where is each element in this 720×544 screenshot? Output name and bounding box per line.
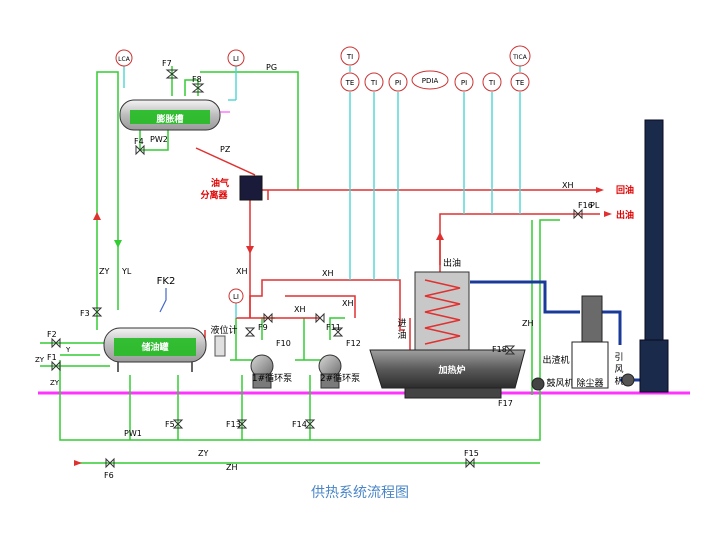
line-zh-bottom-label: ZH [226, 463, 238, 472]
te2-instrument: TE [515, 79, 525, 87]
induced-fan-label-2: 风 [614, 364, 623, 375]
supply-oil-label: 出油 [616, 209, 634, 221]
line-zy-left-label: ZY [99, 267, 109, 276]
valve-f13-label: F13 [226, 420, 241, 429]
valve-f14-label: F14 [292, 420, 307, 429]
line-pz-label: PZ [220, 145, 231, 154]
valve-f15-label: F15 [464, 449, 479, 458]
line-zh-right-label: ZH [522, 319, 534, 328]
valve-f18-label: F18 [492, 345, 507, 354]
lca-instrument: LCA [118, 56, 131, 63]
red-piping [195, 147, 600, 350]
pump-2-label: 2#循环泵 [320, 372, 360, 384]
fk2-label: FK2 [157, 276, 176, 287]
line-pw2-label: PW2 [150, 135, 168, 144]
line-yl-label: YL [121, 267, 132, 276]
pump-1 [250, 354, 274, 389]
valve-f8-label: F8 [192, 75, 202, 84]
induced-fan-label-1: 引 [614, 352, 623, 363]
separator-label-1: 油气 [211, 177, 229, 189]
blower-label: 鼓风机 [546, 377, 573, 389]
valve-f9-label: F9 [258, 323, 268, 332]
valve-f5-label: F5 [165, 420, 175, 429]
induced-fan [621, 373, 635, 387]
line-pg-label: PG [266, 63, 277, 72]
ti2-instrument: TI [488, 79, 495, 87]
pi2-instrument: PI [461, 79, 467, 87]
pi1-instrument: PI [395, 79, 401, 87]
furnace-label: 加热炉 [437, 364, 465, 376]
level-gauge [214, 335, 226, 357]
line-zy-f1b-label: ZY [50, 379, 60, 387]
line-xh-e-label: XH [562, 181, 574, 190]
furnace: 加热炉 [369, 271, 526, 399]
tica-instrument: TICA [512, 54, 528, 61]
green-piping [40, 66, 560, 464]
storage-tank-label: 储油罐 [141, 341, 168, 353]
valve-f16-label: F16 [578, 201, 593, 210]
valve-symbols [51, 69, 583, 469]
valve-f12-label: F12 [346, 339, 361, 348]
dust-collector [571, 295, 609, 389]
expansion-tank-label: 膨胀槽 [155, 113, 183, 125]
line-xh-d-label: XH [342, 299, 354, 308]
blower [531, 377, 545, 391]
valve-f7-label: F7 [162, 59, 172, 68]
ti1-instrument: TI [370, 79, 377, 87]
ti-top-instrument: TI [346, 53, 353, 61]
valve-f11-label: F11 [326, 323, 341, 332]
li-top-instrument: LI [233, 55, 239, 63]
line-xh-b-label: XH [322, 269, 334, 278]
separator-label-2: 分离器 [200, 189, 228, 201]
furnace-inlet-label-2: 油 [397, 329, 406, 341]
valve-f4-label: F4 [134, 137, 144, 146]
pdia-instrument: PDIA [422, 77, 439, 85]
valve-f1-label: F1 [47, 353, 57, 362]
chimney-base [639, 339, 669, 393]
induced-fan-label-3: 机 [614, 375, 623, 387]
return-oil-label: 回油 [616, 184, 634, 196]
conveyor-label: 出渣机 [542, 354, 569, 366]
dust-collector-label: 除尘器 [576, 377, 603, 389]
furnace-outlet-label: 出油 [443, 257, 461, 269]
furnace-inlet-label-1: 进 [397, 318, 406, 329]
line-xh-c-label: XH [294, 305, 306, 314]
pump-2 [318, 354, 342, 389]
expansion-tank: 膨胀槽 [119, 99, 221, 131]
line-xh-a-label: XH [236, 267, 248, 276]
level-gauge-label: 液位计 [210, 324, 237, 336]
valve-f2-label: F2 [47, 330, 57, 339]
line-y-label: Y [65, 346, 71, 354]
pump-1-label: 1#循环泵 [252, 372, 292, 384]
line-pl-label: PL [590, 201, 600, 210]
valve-f17-label: F17 [498, 399, 513, 408]
valve-f10-label: F10 [276, 339, 291, 348]
line-zy-bottom-label: ZY [198, 449, 208, 458]
te1-instrument: TE [345, 79, 355, 87]
storage-tank: 储油罐 [103, 327, 207, 363]
line-pw1-label: PW1 [124, 429, 142, 438]
instrument-bubbles [115, 45, 531, 304]
line-zy-f1-label: ZY [35, 356, 45, 364]
valve-f6-label: F6 [104, 471, 114, 480]
valve-f3-label: F3 [80, 309, 90, 318]
diagram-caption: 供热系统流程图 [311, 485, 409, 501]
li-mid-instrument: LI [233, 293, 239, 301]
oil-gas-separator [239, 175, 263, 201]
